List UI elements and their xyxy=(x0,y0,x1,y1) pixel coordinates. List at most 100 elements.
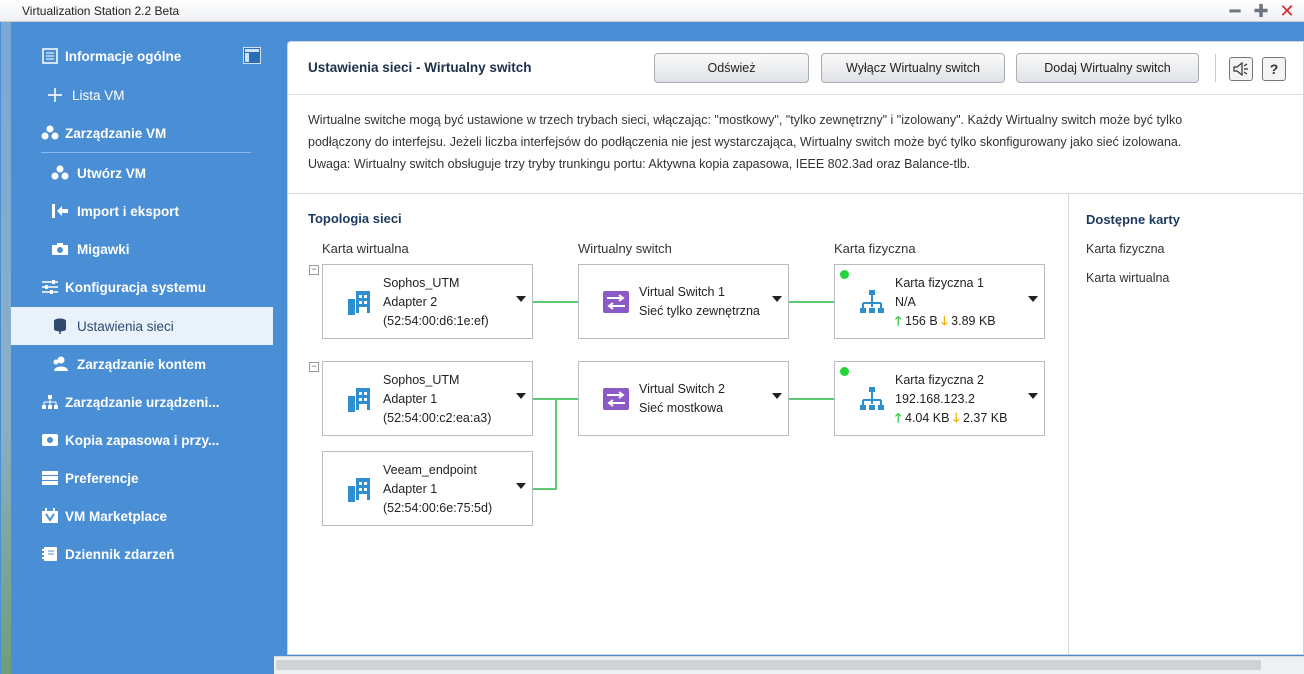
import-icon xyxy=(51,202,69,220)
physical-network-icon xyxy=(860,290,884,313)
physical-adapter-card[interactable]: Karta fizyczna 1 N/A 🡑 156 B 🡓 3.89 KB xyxy=(834,264,1045,339)
sliders-icon xyxy=(41,278,59,296)
page-title: Ustawienia sieci - Wirtualny switch xyxy=(308,60,532,75)
card-text: Karta fizyczna 1 N/A 🡑 156 B 🡓 3.89 KB xyxy=(895,274,996,331)
virtual-switch-card[interactable]: Virtual Switch 1 Sieć tylko zewnętrzna xyxy=(578,264,789,339)
sidebar-item-import-export[interactable]: Import i eksport xyxy=(11,192,273,230)
window-controls: ━ ✚ ✕ xyxy=(1226,0,1296,22)
minimize-icon[interactable]: ━ xyxy=(1229,1,1241,21)
sidebar-item-label: Preferencje xyxy=(65,470,139,486)
sidebar-item-label: Konfiguracja systemu xyxy=(65,279,207,295)
traffic-stats: 🡑 4.04 KB 🡓 2.37 KB xyxy=(895,409,1007,428)
plus-icon xyxy=(46,86,64,104)
sidebar-item-event-log[interactable]: Dziennik zdarzeń xyxy=(11,535,273,573)
scrollbar-thumb[interactable] xyxy=(276,660,1261,670)
sidebar-item-preferences[interactable]: Preferencje xyxy=(11,459,273,497)
link-line xyxy=(533,301,579,303)
collapse-toggle[interactable]: − xyxy=(309,362,319,372)
adapter-name: Adapter 1 xyxy=(383,392,438,406)
card-text: Sophos_UTM Adapter 1 (52:54:00:c2:ea:a3) xyxy=(383,371,491,428)
sidebar-item-label: Zarządzanie urządzeni... xyxy=(65,394,220,410)
download-value: 2.37 KB xyxy=(962,411,1008,425)
upload-value: 4.04 KB xyxy=(905,411,950,425)
sidebar-item-system-config[interactable]: Konfiguracja systemu xyxy=(11,268,273,306)
sidebar-item-label: Informacje ogólne xyxy=(65,48,182,64)
virtual-adapter-icon xyxy=(348,291,370,315)
card-text: Virtual Switch 1 Sieć tylko zewnętrzna xyxy=(639,283,760,321)
available-cards-pane: Dostępne karty Karta fizyczna Karta wirt… xyxy=(1068,194,1304,655)
column-header-virtual: Karta wirtualna xyxy=(322,241,409,256)
mac-address: (52:54:00:6e:75:5d) xyxy=(383,501,493,515)
available-cards-title: Dostępne karty xyxy=(1086,212,1180,227)
virtual-adapter-card[interactable]: Sophos_UTM Adapter 1 (52:54:00:c2:ea:a3) xyxy=(322,361,533,436)
virtual-adapter-card[interactable]: Veeam_endpoint Adapter 1 (52:54:00:6e:75… xyxy=(322,451,533,526)
horizontal-scrollbar[interactable] xyxy=(274,656,1304,674)
mac-address: (52:54:00:d6:1e:ef) xyxy=(383,314,489,328)
cubes-icon xyxy=(51,164,69,182)
close-icon[interactable]: ✕ xyxy=(1279,1,1295,21)
physical-name: Karta fizyczna 1 xyxy=(895,276,984,290)
dropdown-arrow-icon[interactable] xyxy=(516,296,526,302)
vm-name: Sophos_UTM xyxy=(383,276,460,290)
virtual-switch-icon xyxy=(603,291,629,313)
camera-icon xyxy=(51,240,69,258)
sidebar-item-label: Import i eksport xyxy=(77,203,180,219)
devices-icon xyxy=(41,393,59,411)
sidebar-item-vm-marketplace[interactable]: VM Marketplace xyxy=(11,497,273,535)
physical-adapter-card[interactable]: Karta fizyczna 2 192.168.123.2 🡑 4.04 KB… xyxy=(834,361,1045,436)
column-header-physical: Karta fizyczna xyxy=(834,241,916,256)
section-divider xyxy=(288,193,1303,194)
topology-title: Topologia sieci xyxy=(308,211,402,226)
sidebar-item-label: Zarządzanie VM xyxy=(65,125,167,141)
sidebar-item-overview[interactable]: Informacje ogólne xyxy=(11,37,273,75)
disable-virtual-switch-button[interactable]: Wyłącz Wirtualny switch xyxy=(821,53,1005,83)
switch-mode: Sieć tylko zewnętrzna xyxy=(639,304,760,318)
sidebar: Informacje ogólne Lista VM Zarządzanie V… xyxy=(1,22,273,674)
card-text: Veeam_endpoint Adapter 1 (52:54:00:6e:75… xyxy=(383,461,492,518)
link-line xyxy=(789,398,835,400)
sidebar-item-vm-list[interactable]: Lista VM xyxy=(11,76,273,114)
sidebar-item-device-management[interactable]: Zarządzanie urządzeni... xyxy=(11,383,273,421)
dropdown-arrow-icon[interactable] xyxy=(1028,296,1038,302)
available-virtual-card[interactable]: Karta wirtualna xyxy=(1086,271,1170,285)
sidebar-item-account-management[interactable]: Zarządzanie kontem xyxy=(11,345,273,383)
sidebar-item-backup-restore[interactable]: Kopia zapasowa i przy... xyxy=(11,421,273,459)
switch-mode: Sieć mostkowa xyxy=(639,401,724,415)
sidebar-item-label: Ustawienia sieci xyxy=(77,318,174,334)
link-line xyxy=(555,398,557,490)
sidebar-item-vm-management[interactable]: Zarządzanie VM xyxy=(11,114,273,152)
status-ok-icon xyxy=(840,367,849,376)
speaker-icon[interactable] xyxy=(1229,57,1253,81)
add-virtual-switch-button[interactable]: Dodaj Wirtualny switch xyxy=(1016,53,1199,83)
info-page-icon xyxy=(41,47,59,65)
help-icon[interactable]: ? xyxy=(1262,57,1286,81)
collapse-toggle[interactable]: − xyxy=(309,265,319,275)
upload-arrow-icon: 🡑 xyxy=(895,411,902,425)
available-physical-card[interactable]: Karta fizyczna xyxy=(1086,242,1165,256)
layout-toggle-icon[interactable] xyxy=(243,47,261,67)
dropdown-arrow-icon[interactable] xyxy=(516,393,526,399)
virtual-adapter-card[interactable]: Sophos_UTM Adapter 2 (52:54:00:d6:1e:ef) xyxy=(322,264,533,339)
users-icon xyxy=(51,355,69,373)
card-text: Virtual Switch 2 Sieć mostkowa xyxy=(639,380,725,418)
panel-header: Ustawienia sieci - Wirtualny switch Odśw… xyxy=(288,42,1303,95)
dropdown-arrow-icon[interactable] xyxy=(772,393,782,399)
link-line xyxy=(533,488,557,490)
download-arrow-icon: 🡓 xyxy=(952,411,960,425)
maximize-icon[interactable]: ✚ xyxy=(1253,1,1269,21)
sidebar-item-create-vm[interactable]: Utwórz VM xyxy=(11,154,273,192)
window-title: Virtualization Station 2.2 Beta xyxy=(22,3,180,18)
physical-network-icon xyxy=(860,387,884,410)
refresh-button[interactable]: Odśwież xyxy=(654,53,809,83)
sidebar-item-snapshots[interactable]: Migawki xyxy=(11,230,273,268)
upload-value: 156 B xyxy=(905,314,938,328)
virtual-adapter-icon xyxy=(348,478,370,502)
dropdown-arrow-icon[interactable] xyxy=(772,296,782,302)
dropdown-arrow-icon[interactable] xyxy=(516,483,526,489)
virtual-switch-icon xyxy=(603,388,629,410)
sidebar-item-label: Migawki xyxy=(77,241,130,257)
switch-name: Virtual Switch 1 xyxy=(639,285,725,299)
virtual-switch-card[interactable]: Virtual Switch 2 Sieć mostkowa xyxy=(578,361,789,436)
dropdown-arrow-icon[interactable] xyxy=(1028,393,1038,399)
sidebar-item-network-settings[interactable]: Ustawienia sieci xyxy=(11,307,273,345)
